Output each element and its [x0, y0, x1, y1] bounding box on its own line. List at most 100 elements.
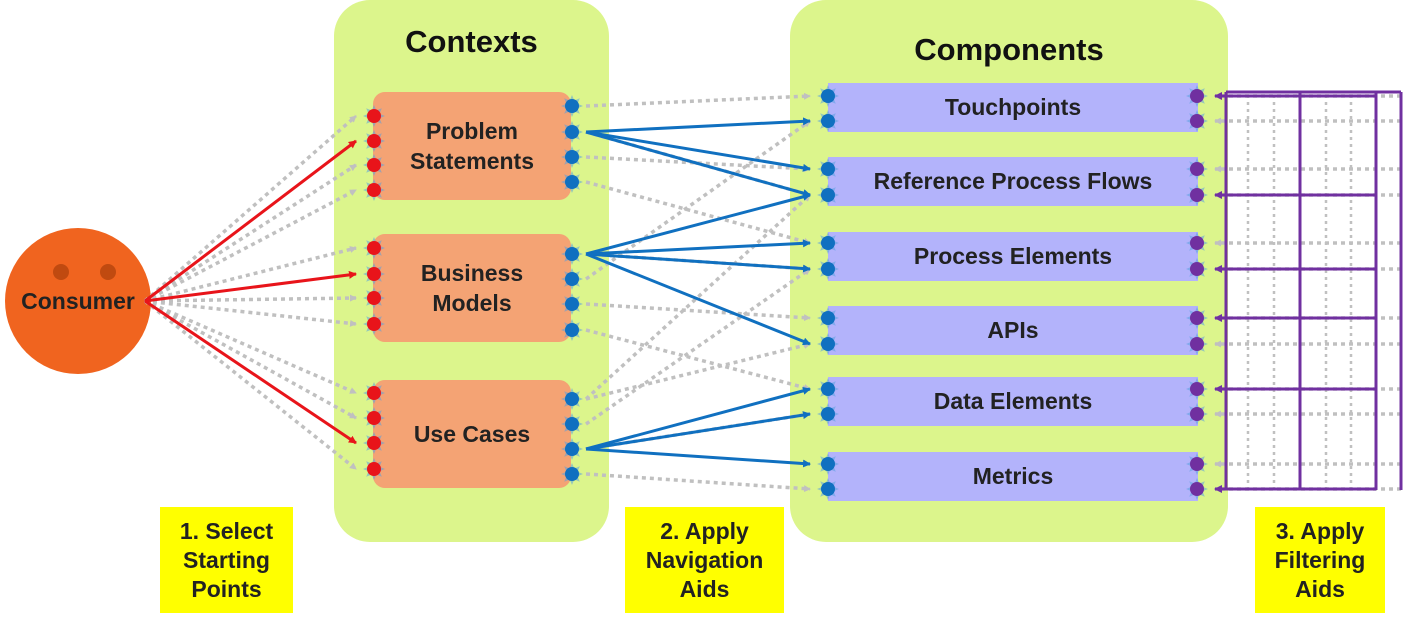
gray-link — [144, 299, 357, 395]
component-label: APIs — [987, 317, 1039, 343]
step-apply-filtering-aids: 3. Apply Filtering Aids — [1255, 507, 1385, 613]
component-input-connector — [817, 378, 839, 400]
component-reference-process-flows[interactable]: Reference Process Flows — [828, 157, 1198, 206]
gray-link — [144, 294, 357, 303]
filter-grid-lines — [1214, 92, 1403, 493]
component-input-connector — [817, 110, 839, 132]
blue-link — [585, 192, 811, 256]
nav-connector — [561, 293, 583, 315]
nav-connector — [561, 319, 583, 341]
filter-connector — [1186, 403, 1208, 425]
filter-connector — [1186, 453, 1208, 475]
gray-link — [143, 299, 358, 471]
connectors — [363, 85, 1208, 500]
blue-link — [585, 411, 811, 451]
step-label: 3. Apply Filtering Aids — [1274, 517, 1366, 602]
start-connector — [363, 432, 385, 454]
start-connector — [363, 458, 385, 480]
start-connector — [363, 382, 385, 404]
filter-connector — [1186, 378, 1208, 400]
filter-connector — [1186, 232, 1208, 254]
start-connector — [363, 287, 385, 309]
start-connector — [363, 179, 385, 201]
context-label: Use Cases — [413, 421, 531, 447]
component-input-connector — [817, 478, 839, 500]
gray-link — [584, 193, 812, 401]
red-link — [144, 299, 357, 445]
nav-connector — [561, 121, 583, 143]
consumer-node[interactable]: Consumer — [5, 228, 151, 374]
filter-connector — [1186, 333, 1208, 355]
filter-connector — [1186, 478, 1208, 500]
start-connector — [363, 407, 385, 429]
context-problem-statements[interactable]: Problem Statements — [373, 92, 571, 200]
gray-link — [144, 299, 357, 420]
component-touchpoints[interactable]: Touchpoints — [828, 83, 1198, 132]
filter-connector — [1186, 85, 1208, 107]
blue-link — [585, 252, 811, 273]
gray-link — [584, 119, 812, 281]
start-connector — [363, 105, 385, 127]
filter-connector — [1186, 258, 1208, 280]
nav-connector — [561, 146, 583, 168]
context-use-cases[interactable]: Use Cases — [373, 380, 571, 488]
red-link — [144, 139, 357, 303]
components-title: Components — [914, 32, 1104, 67]
filter-connector — [1186, 307, 1208, 329]
component-data-elements[interactable]: Data Elements — [828, 377, 1198, 426]
consumer-right-eye — [100, 264, 116, 280]
red-link — [144, 270, 357, 303]
start-connector — [363, 313, 385, 335]
gray-link — [144, 163, 357, 303]
contexts-title: Contexts — [405, 24, 538, 59]
blue-link — [585, 239, 811, 256]
gray-link — [144, 299, 357, 327]
filter-connector — [1186, 110, 1208, 132]
component-input-connector — [817, 453, 839, 475]
nav-connector — [561, 95, 583, 117]
context-business-models[interactable]: Business Models — [373, 234, 571, 342]
starting-point-links — [144, 139, 357, 445]
nav-connector — [561, 463, 583, 485]
consumer-left-eye — [53, 264, 69, 280]
nav-connector — [561, 243, 583, 265]
component-label: Reference Process Flows — [873, 168, 1153, 194]
filter-connector — [1186, 158, 1208, 180]
blue-link — [585, 130, 811, 172]
component-process-elements[interactable]: Process Elements — [828, 232, 1198, 281]
component-input-connector — [817, 158, 839, 180]
step-label: 1. Select Starting Points — [179, 517, 274, 602]
gray-link — [585, 472, 811, 493]
gray-link — [143, 114, 358, 303]
component-input-connector — [817, 184, 839, 206]
start-connector — [363, 154, 385, 176]
start-connector — [363, 130, 385, 152]
nav-connector — [561, 268, 583, 290]
component-apis[interactable]: APIs — [828, 306, 1198, 355]
component-label: Touchpoints — [944, 94, 1082, 120]
blue-link — [585, 447, 811, 468]
start-connector — [363, 263, 385, 285]
blue-link — [585, 130, 811, 197]
component-metrics[interactable]: Metrics — [828, 452, 1198, 501]
gray-link — [585, 328, 811, 391]
nav-connector — [561, 171, 583, 193]
gray-link — [585, 180, 811, 245]
step-label: 2. Apply Navigation Aids — [645, 517, 764, 602]
nav-connector — [561, 438, 583, 460]
component-label: Data Elements — [933, 388, 1093, 414]
component-input-connector — [817, 232, 839, 254]
consumer-label: Consumer — [21, 287, 135, 314]
nav-connector — [561, 388, 583, 410]
component-input-connector — [817, 307, 839, 329]
blue-link — [585, 386, 811, 451]
component-input-connector — [817, 333, 839, 355]
component-input-connector — [817, 258, 839, 280]
filter-links — [1214, 90, 1403, 493]
gray-link — [585, 342, 811, 401]
blue-link — [585, 252, 811, 346]
step-select-starting-points: 1. Select Starting Points — [160, 507, 293, 613]
component-label: Metrics — [972, 463, 1054, 489]
component-input-connector — [817, 403, 839, 425]
